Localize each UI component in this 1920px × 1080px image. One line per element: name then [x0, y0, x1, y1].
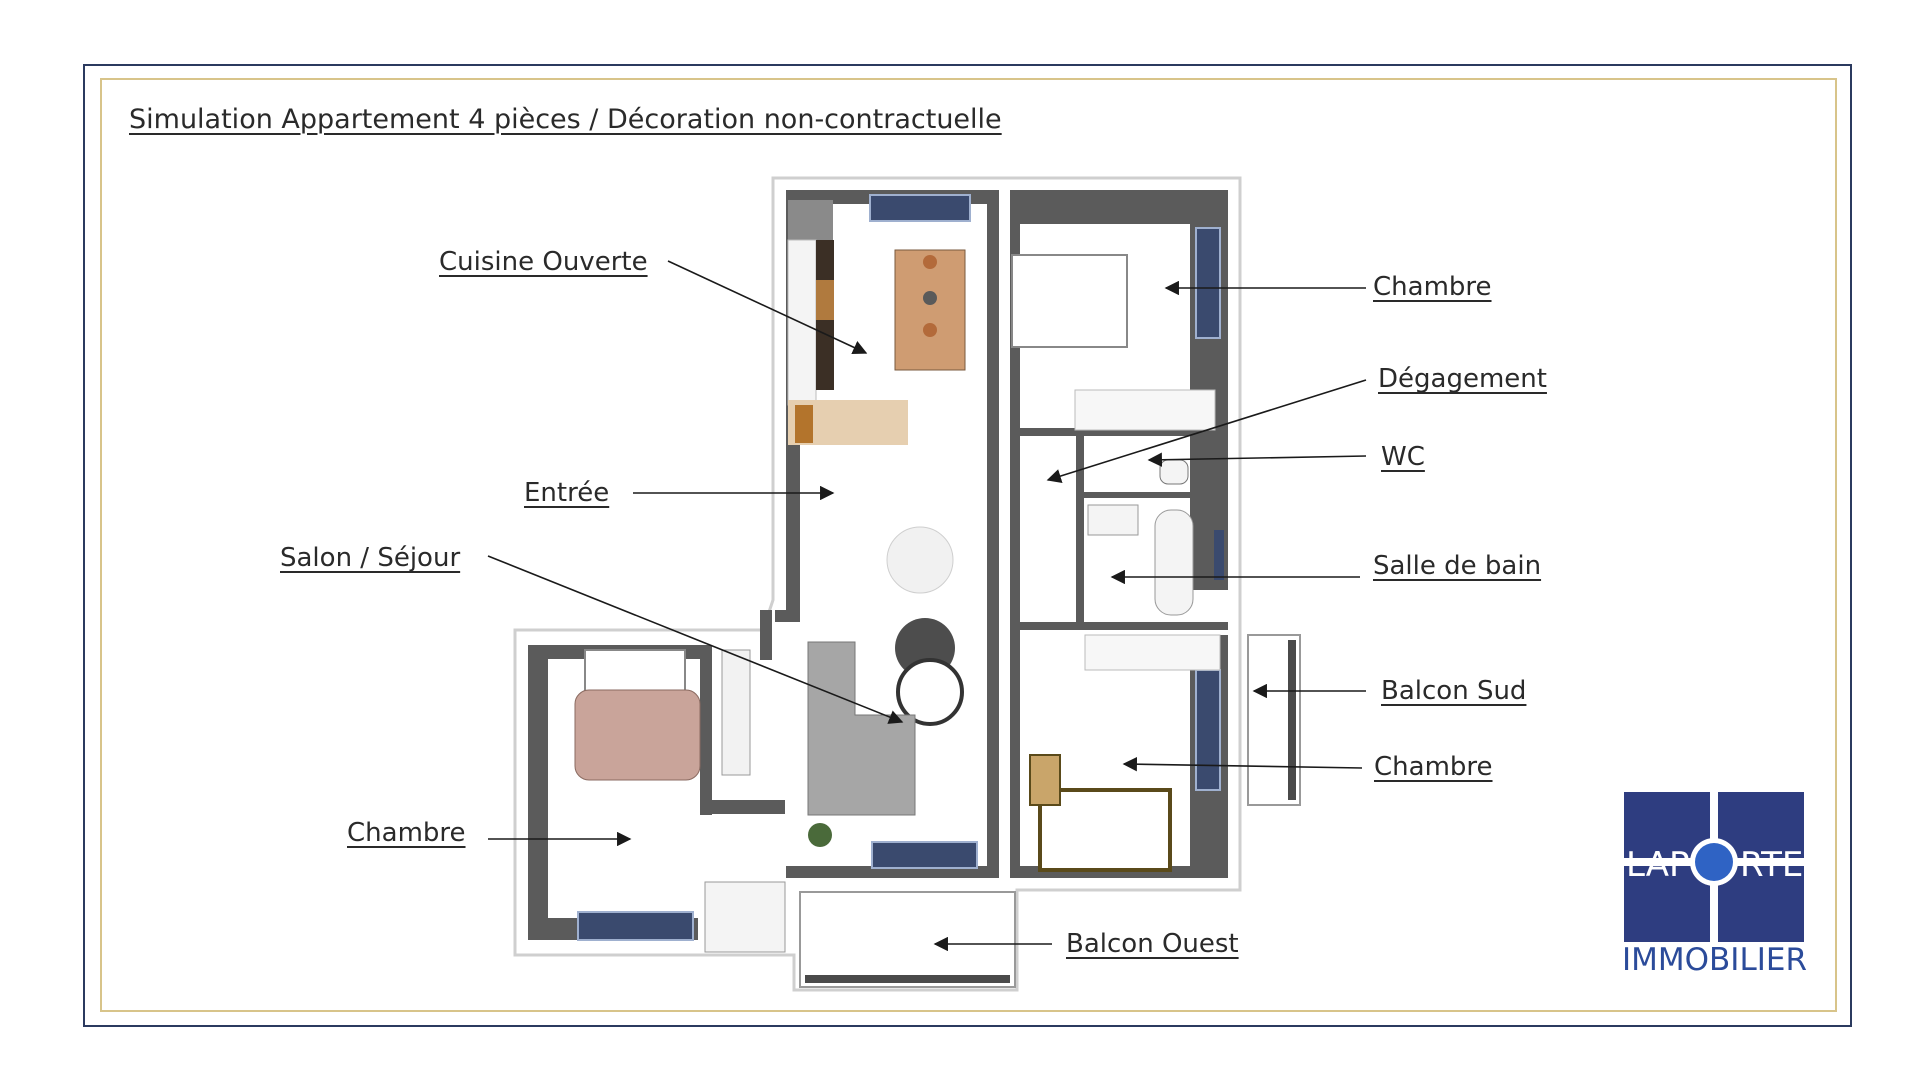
- label-chambre-sw: Chambre: [347, 818, 466, 848]
- outer-frame: [83, 64, 1852, 1027]
- plan-title: Simulation Appartement 4 pièces / Décora…: [129, 104, 1002, 135]
- label-salon-sejour: Salon / Séjour: [280, 543, 461, 573]
- logo-text-left: LAP: [1626, 845, 1689, 885]
- label-chambre-ne: Chambre: [1373, 272, 1492, 302]
- living-room: [807, 526, 964, 847]
- label-salle-de-bain: Salle de bain: [1373, 551, 1542, 581]
- arrow-degagement: [1046, 379, 1367, 483]
- logo-text-right: RTE: [1740, 845, 1803, 885]
- laporte-logo: LAP RTE: [1624, 792, 1804, 942]
- label-balcon-ouest: Balcon Ouest: [1066, 929, 1239, 959]
- label-degagement: Dégagement: [1378, 364, 1547, 394]
- windows: [577, 194, 1221, 941]
- logo-caption: IMMOBILIER: [1622, 942, 1807, 978]
- leader-lines: [487, 260, 1367, 952]
- label-chambre-se: Chambre: [1374, 752, 1493, 782]
- label-entree: Entrée: [524, 478, 610, 508]
- arrow-wc: [1147, 452, 1367, 467]
- arrow-chambre-se: [1122, 757, 1363, 772]
- arrow-cuisine: [667, 260, 868, 355]
- balcon-ouest: [799, 891, 1016, 988]
- label-balcon-sud: Balcon Sud: [1381, 676, 1527, 706]
- arrow-salon: [487, 555, 904, 724]
- bedroom-se-furniture: [1029, 634, 1221, 872]
- label-cuisine-ouverte: Cuisine Ouverte: [439, 247, 648, 277]
- balcon-sud: [1247, 634, 1301, 806]
- label-wc: WC: [1381, 442, 1425, 472]
- bathroom: [1087, 459, 1224, 616]
- bedroom-ne-furniture: [1011, 254, 1216, 431]
- inner-frame: [100, 78, 1837, 1012]
- bedroom-sw-furniture: [574, 649, 786, 953]
